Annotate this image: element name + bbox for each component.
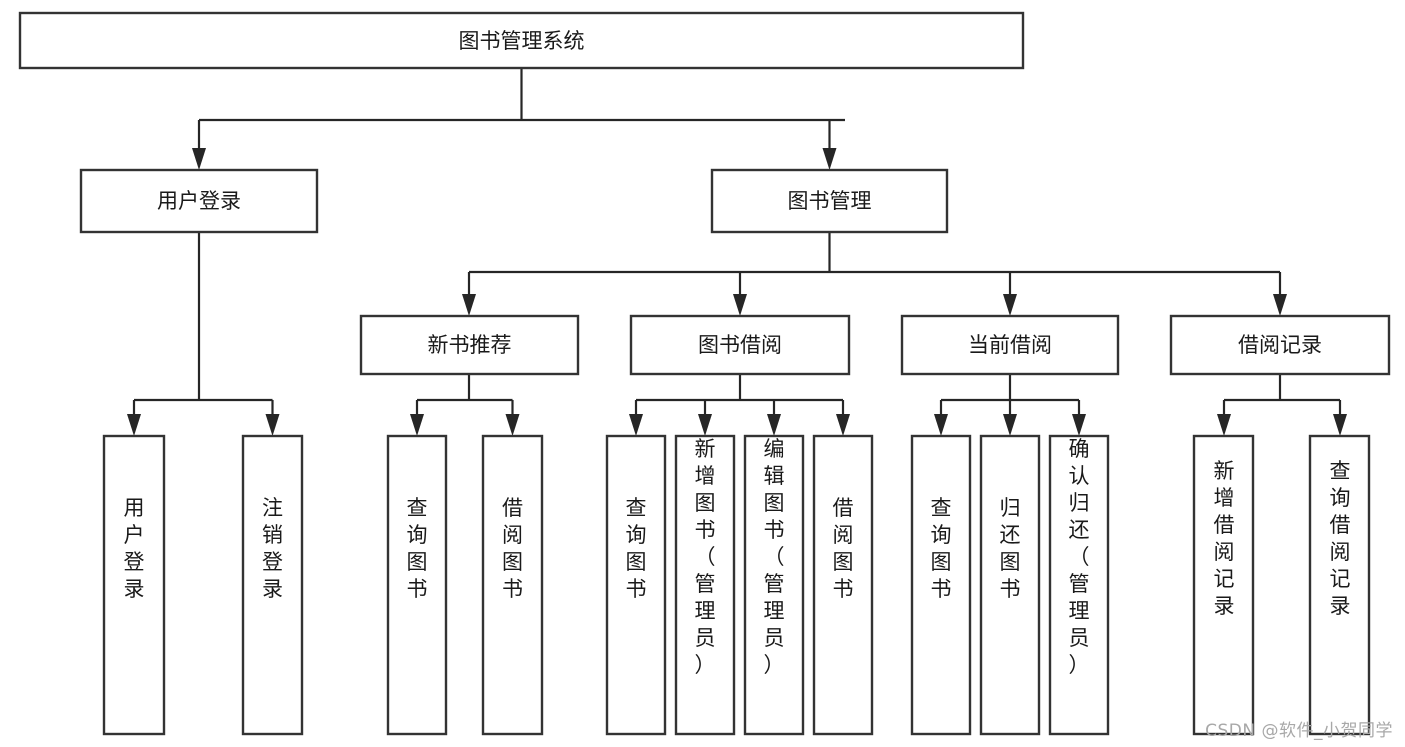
arrowhead-leaf-borrow-book-2 bbox=[836, 414, 850, 436]
node-user-login[interactable]: 用户登录 bbox=[79, 168, 319, 234]
leaf-query-book-1[interactable]: 查询图书 bbox=[386, 434, 448, 736]
leaf-return-book-box[interactable] bbox=[979, 434, 1041, 736]
leaf-query-book-1-label: 查询图书 bbox=[407, 496, 428, 601]
arrowhead-user-login bbox=[192, 148, 206, 170]
node-book-manage-label: 图书管理 bbox=[788, 189, 872, 213]
arrowhead-leaf-add-record bbox=[1217, 414, 1231, 436]
leaf-query-book-2-label: 查询图书 bbox=[626, 496, 647, 601]
leaf-add-record-label: 新增借阅记录 bbox=[1214, 459, 1235, 618]
leaf-logout[interactable]: 注销登录 bbox=[241, 434, 304, 736]
leaf-add-record[interactable]: 新增借阅记录 bbox=[1192, 434, 1255, 736]
csdn-watermark: CSDN @软件_小贺同学 bbox=[1205, 721, 1393, 741]
node-book-borrow-box[interactable] bbox=[629, 314, 851, 376]
leaf-add-book-box[interactable] bbox=[674, 434, 736, 736]
leaf-confirm-return-box[interactable] bbox=[1048, 434, 1110, 736]
node-new-book-box[interactable] bbox=[359, 314, 580, 376]
arrowhead-record bbox=[1273, 294, 1287, 316]
leaf-query-book-2-box[interactable] bbox=[605, 434, 667, 736]
node-borrow-record[interactable]: 借阅记录 bbox=[1169, 314, 1391, 376]
leaf-user-login-box[interactable] bbox=[102, 434, 166, 736]
arrowhead-leaf-confirm-return bbox=[1072, 414, 1086, 436]
node-new-book-label: 新书推荐 bbox=[428, 333, 512, 357]
leaf-user-login-label: 用户登录 bbox=[124, 496, 145, 601]
arrowhead-new-book bbox=[462, 294, 476, 316]
leaf-borrow-book-2[interactable]: 借阅图书 bbox=[812, 434, 874, 736]
leaf-query-book-3-box[interactable] bbox=[910, 434, 972, 736]
node-book-borrow-label: 图书借阅 bbox=[698, 333, 782, 357]
node-book-borrow[interactable]: 图书借阅 bbox=[629, 314, 851, 376]
arrowhead-current bbox=[1003, 294, 1017, 316]
leaf-borrow-book-2-box[interactable] bbox=[812, 434, 874, 736]
leaf-logout-box[interactable] bbox=[241, 434, 304, 736]
arrowhead-leaf-edit-book bbox=[767, 414, 781, 436]
leaf-borrow-book-2-label: 借阅图书 bbox=[833, 496, 854, 601]
leaf-edit-book-box[interactable] bbox=[743, 434, 805, 736]
leaf-query-book-2[interactable]: 查询图书 bbox=[605, 434, 667, 736]
leaf-query-book-1-box[interactable] bbox=[386, 434, 448, 736]
arrowhead-leaf-query-book-2 bbox=[629, 414, 643, 436]
leaf-borrow-book-1[interactable]: 借阅图书 bbox=[481, 434, 544, 736]
arrowhead-book-manage bbox=[822, 148, 837, 170]
connector-layer bbox=[127, 68, 1347, 436]
leaf-edit-book-label: 编辑图书（管理员） bbox=[764, 437, 785, 677]
leaf-query-record[interactable]: 查询借阅记录 bbox=[1308, 434, 1371, 736]
node-root-box[interactable] bbox=[18, 11, 1025, 70]
node-book-manage[interactable]: 图书管理 bbox=[710, 168, 949, 234]
node-root-label: 图书管理系统 bbox=[459, 29, 585, 53]
arrowhead-leaf-return-book bbox=[1003, 414, 1017, 436]
node-current-borrow[interactable]: 当前借阅 bbox=[900, 314, 1120, 376]
leaf-user-login[interactable]: 用户登录 bbox=[102, 434, 166, 736]
leaf-query-record-label: 查询借阅记录 bbox=[1330, 459, 1351, 618]
arrowhead-leaf-logout bbox=[265, 414, 280, 436]
node-current-borrow-label: 当前借阅 bbox=[968, 333, 1052, 357]
leaf-add-record-box[interactable] bbox=[1192, 434, 1255, 736]
arrowhead-leaf-query-record bbox=[1333, 414, 1347, 436]
leaf-logout-label: 注销登录 bbox=[262, 496, 283, 601]
leaf-borrow-book-1-box[interactable] bbox=[481, 434, 544, 736]
leaf-return-book-label: 归还图书 bbox=[1000, 496, 1021, 601]
arrowhead-leaf-add-book bbox=[698, 414, 712, 436]
arrowhead-borrow bbox=[733, 294, 747, 316]
leaf-edit-book[interactable]: 编辑图书（管理员） bbox=[743, 434, 805, 736]
arrowhead-leaf-borrow-book-1 bbox=[505, 414, 520, 436]
node-book-manage-box[interactable] bbox=[710, 168, 949, 234]
leaf-confirm-return-label: 确认归还（管理员） bbox=[1069, 437, 1090, 677]
arrowhead-leaf-query-book-1 bbox=[410, 414, 424, 436]
node-user-login-label: 用户登录 bbox=[157, 189, 241, 213]
node-borrow-record-label: 借阅记录 bbox=[1238, 333, 1322, 357]
leaf-add-book[interactable]: 新增图书（管理员） bbox=[674, 434, 736, 736]
leaf-query-book-3[interactable]: 查询图书 bbox=[910, 434, 972, 736]
node-borrow-record-box[interactable] bbox=[1169, 314, 1391, 376]
leaf-add-book-label: 新增图书（管理员） bbox=[695, 437, 716, 677]
arrowhead-leaf-user-login bbox=[127, 414, 141, 436]
leaf-return-book[interactable]: 归还图书 bbox=[979, 434, 1041, 736]
leaf-confirm-return[interactable]: 确认归还（管理员） bbox=[1048, 434, 1110, 736]
node-root[interactable]: 图书管理系统 bbox=[18, 11, 1025, 70]
arrowhead-leaf-query-book-3 bbox=[934, 414, 948, 436]
node-user-login-box[interactable] bbox=[79, 168, 319, 234]
node-new-book[interactable]: 新书推荐 bbox=[359, 314, 580, 376]
node-current-borrow-box[interactable] bbox=[900, 314, 1120, 376]
leaf-query-record-box[interactable] bbox=[1308, 434, 1371, 736]
leaf-query-book-3-label: 查询图书 bbox=[931, 496, 952, 601]
leaf-borrow-book-1-label: 借阅图书 bbox=[502, 496, 523, 601]
